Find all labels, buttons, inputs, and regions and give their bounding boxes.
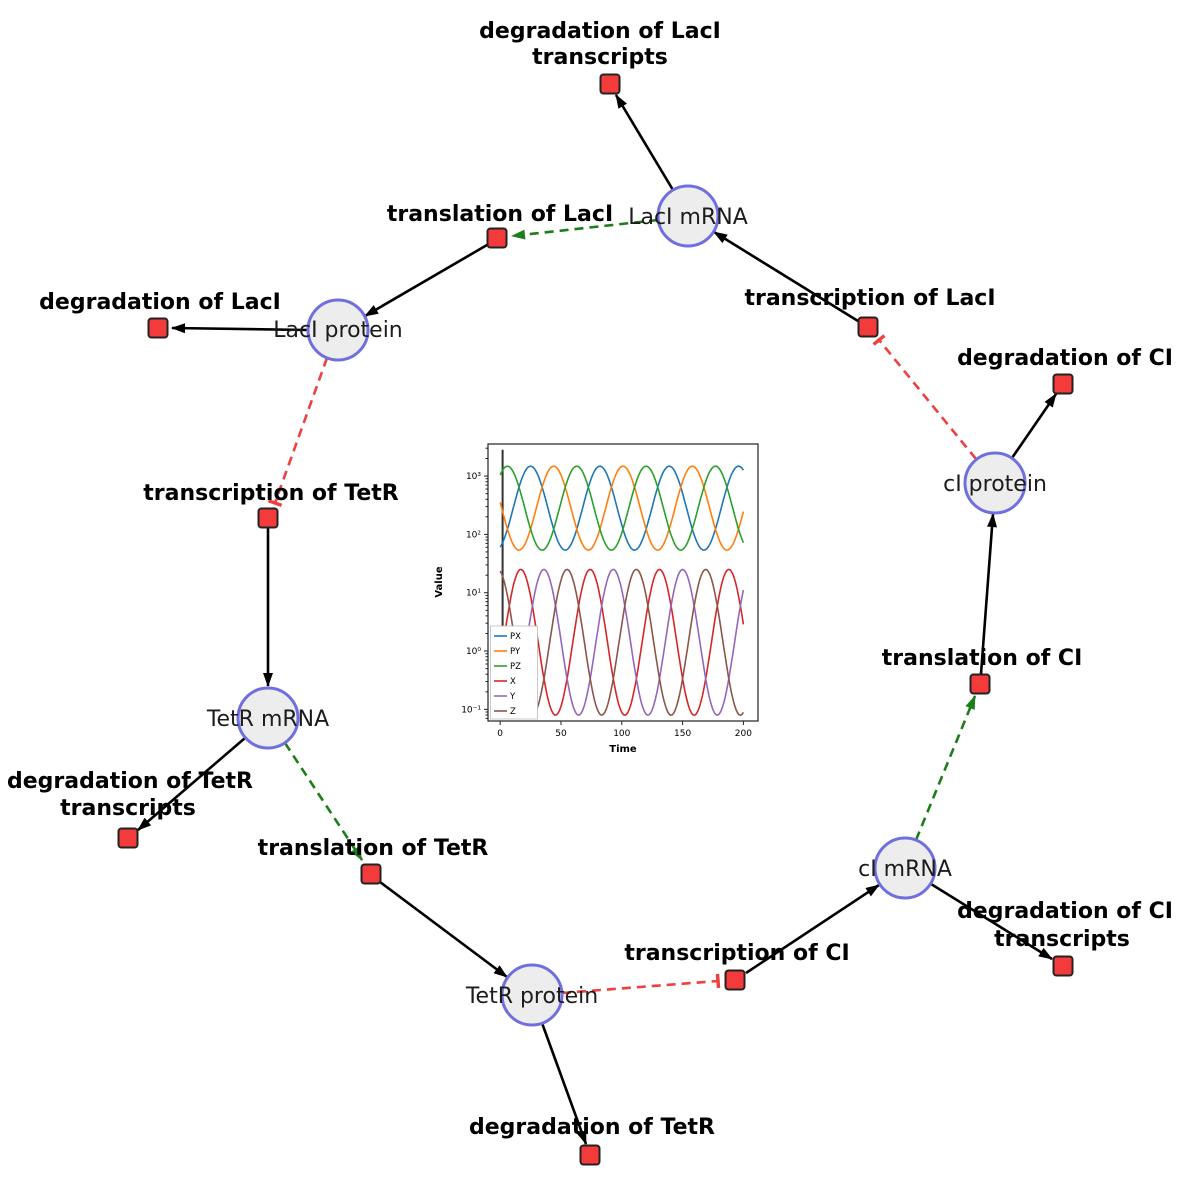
plot-frame (487, 443, 759, 722)
species-node-tetr-mrna[interactable] (236, 686, 300, 750)
series-PX (499, 465, 745, 551)
legend-label: PY (510, 647, 521, 657)
y-tick-label: 10⁻¹ (461, 705, 481, 715)
y-tick-label: 10¹ (466, 589, 481, 599)
series-PY (499, 465, 745, 551)
reaction-label: transcripts (532, 45, 668, 70)
edge-laci-mrna-to-translation-of-laci (511, 218, 659, 240)
reaction-node-transcription-of-laci[interactable] (857, 316, 879, 338)
species-node-laci-mrna[interactable] (656, 184, 720, 248)
edge-tetr-protein-to-degradation-of-tetr (540, 1022, 588, 1145)
reaction-node-degradation-of-tetr[interactable] (579, 1144, 601, 1166)
species-labels: LacI mRNA LacI protein TetR mRNA TetR pr… (206, 205, 1047, 1009)
timecourse-inset-chart: Time Value 0 50 100 150 200 10⁻¹ 10⁰ 10¹ 10² 10³ P… (430, 430, 770, 765)
reaction-label: degradation of TetR (469, 1115, 715, 1140)
edge-tetr-protein-inhibits-transcription-of-ci (561, 973, 721, 995)
edge-laci-mrna-to-degradation-of-laci-transcripts (614, 94, 675, 191)
edge-laci-protein-inhibits-transcription-of-tetr (267, 357, 329, 508)
edge-ci-mrna-to-translation-of-ci (914, 695, 977, 841)
reaction-node-translation-of-laci[interactable] (486, 227, 508, 249)
reaction-label: degradation of TetR (7, 769, 253, 794)
reaction-label: degradation of LacI (479, 19, 721, 44)
series-Y (499, 568, 745, 717)
reaction-label: translation of LacI (387, 202, 613, 227)
species-label: LacI mRNA (628, 205, 748, 230)
series-PZ (499, 465, 745, 551)
x-tick-label: 0 (497, 729, 503, 739)
legend-label: Y (509, 692, 516, 702)
species-nodes (236, 184, 1027, 1027)
reaction-node-translation-of-ci[interactable] (969, 673, 991, 695)
reaction-label: degradation of CI (957, 899, 1173, 924)
edge-transcription-of-ci-to-ci-mrna (745, 883, 880, 975)
legend-label: X (510, 677, 516, 687)
species-label: cI mRNA (858, 857, 952, 882)
reaction-labels: degradation of LacI transcripts translat… (7, 19, 1173, 1140)
reaction-node-transcription-of-ci[interactable] (724, 969, 746, 991)
x-axis-label: Time (609, 744, 637, 755)
edge-tetr-mrna-to-degradation-of-tetr-transcripts (137, 737, 246, 831)
reaction-label: translation of CI (882, 646, 1083, 671)
reaction-label: transcripts (60, 796, 196, 821)
edge-transcription-of-laci-to-laci-mrna (713, 230, 859, 323)
legend-label: PZ (510, 662, 521, 672)
y-tick-label: 10³ (466, 472, 481, 482)
reaction-nodes (117, 73, 1074, 1166)
reaction-label: degradation of CI (957, 346, 1173, 371)
edges (137, 94, 1058, 1145)
y-tick-label: 10² (466, 530, 481, 540)
edge-translation-of-laci-to-laci-protein (364, 243, 488, 318)
species-label: TetR protein (465, 984, 598, 1009)
edge-translation-of-tetr-to-tetr-protein (379, 880, 508, 979)
edge-ci-protein-to-degradation-of-ci (1010, 393, 1058, 459)
reaction-label: transcripts (994, 927, 1130, 952)
series-Z (499, 568, 745, 717)
reaction-label: translation of TetR (258, 836, 489, 861)
reaction-node-degradation-of-tetr-transcripts[interactable] (117, 827, 139, 849)
x-tick-label: 50 (555, 729, 567, 739)
reaction-node-translation-of-tetr[interactable] (360, 863, 382, 885)
edge-laci-protein-to-degradation-of-laci (171, 323, 309, 334)
edge-tetr-mrna-to-translation-of-tetr (283, 742, 364, 861)
y-tick-label: 10⁰ (466, 647, 481, 657)
x-tick-label: 200 (735, 729, 752, 739)
series-X (499, 568, 745, 717)
x-tick-label: 150 (674, 729, 691, 739)
reaction-node-degradation-of-ci[interactable] (1052, 373, 1074, 395)
edge-ci-mrna-to-degradation-of-ci-transcripts (930, 882, 1053, 961)
y-axis-label: Value (434, 566, 445, 597)
reaction-node-degradation-of-ci-transcripts[interactable] (1052, 955, 1074, 977)
reaction-label: degradation of LacI (39, 290, 281, 315)
species-label: cI protein (943, 472, 1047, 497)
reaction-label: transcription of CI (624, 941, 849, 966)
species-label: TetR mRNA (206, 707, 329, 732)
edge-ci-protein-inhibits-transcription-of-laci (872, 334, 978, 460)
x-tick-label: 100 (613, 729, 630, 739)
species-node-laci-protein[interactable] (306, 298, 370, 362)
legend-label: PX (510, 632, 521, 642)
species-node-ci-mrna[interactable] (873, 836, 937, 900)
edge-translation-of-ci-to-ci-protein (979, 513, 998, 675)
legend-box (490, 625, 538, 720)
reaction-node-degradation-of-laci[interactable] (147, 317, 169, 339)
species-label: LacI protein (273, 318, 403, 343)
reaction-label: transcription of TetR (143, 481, 399, 506)
reaction-label: transcription of LacI (744, 286, 995, 311)
legend-label: Z (510, 707, 516, 717)
reaction-node-degradation-of-laci-transcripts[interactable] (599, 73, 621, 95)
species-node-ci-protein[interactable] (963, 451, 1027, 515)
reaction-node-transcription-of-tetr[interactable] (257, 507, 279, 529)
species-node-tetr-protein[interactable] (500, 963, 564, 1027)
